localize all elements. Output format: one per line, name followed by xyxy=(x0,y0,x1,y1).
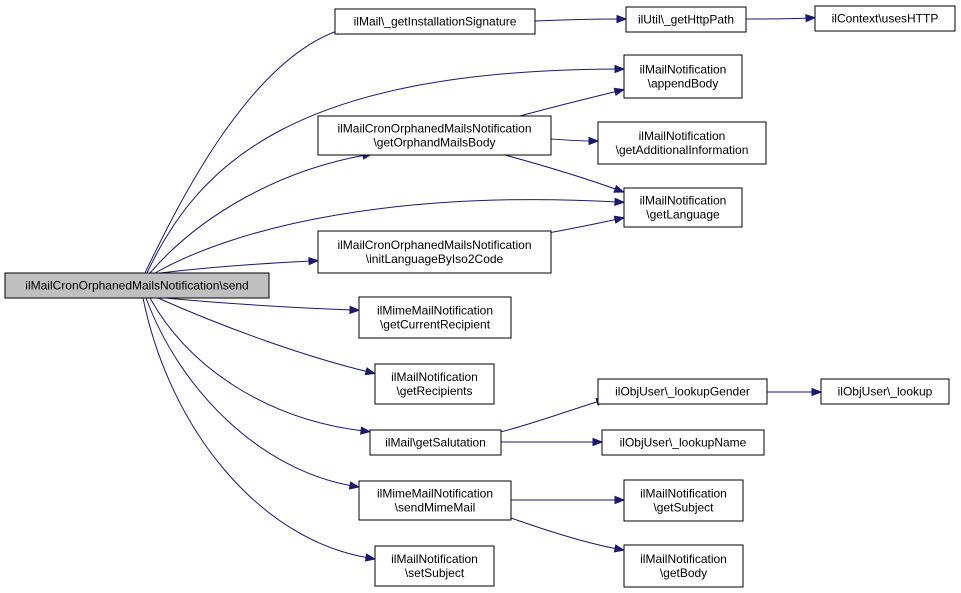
node-label: ilMail\_getInstallationSignature xyxy=(354,15,517,29)
node-getLanguage[interactable]: ilMailNotification\getLanguage xyxy=(623,187,743,228)
edge-getInstallationSignature-to-getHttpPath xyxy=(534,14,628,24)
node-appendBody[interactable]: ilMailNotification\appendBody xyxy=(623,54,743,99)
node-label: \appendBody xyxy=(648,77,719,91)
edge-getOrphandMailsBody-to-getLanguage xyxy=(504,154,625,193)
node-label: ilUtil\_getHttpPath xyxy=(638,13,734,27)
node-initLanguageByIso2Code[interactable]: ilMailCronOrphanedMailsNotification\init… xyxy=(317,230,552,274)
node-lookup[interactable]: ilObjUser\_lookup xyxy=(820,378,950,405)
node-getRecipients[interactable]: ilMailNotification\getRecipients xyxy=(374,363,495,405)
node-getSubject[interactable]: ilMailNotification\getSubject xyxy=(623,479,744,522)
node-label: ilMailCronOrphanedMailsNotification xyxy=(337,122,531,136)
node-label: \initLanguageByIso2Code xyxy=(366,252,504,266)
node-label: ilMailNotification xyxy=(640,194,727,208)
node-getCurrentRecipient[interactable]: ilMimeMailNotification\getCurrentRecipie… xyxy=(358,296,512,339)
node-label: \getBody xyxy=(660,566,707,580)
node-label: \getAdditionalInformation xyxy=(616,143,749,157)
edge-initLanguageByIso2Code-to-getLanguage xyxy=(547,215,626,234)
node-usesHTTP[interactable]: ilContext\usesHTTP xyxy=(814,5,956,32)
node-setSubject[interactable]: ilMailNotification\setSubject xyxy=(374,545,495,587)
edge-sendMimeMail-to-getBody xyxy=(510,517,626,553)
edge-getSalutation-to-lookupName xyxy=(501,437,604,447)
node-label: \getRecipients xyxy=(396,384,472,398)
node-label: \sendMimeMail xyxy=(395,501,476,515)
edge-send-to-setSubject xyxy=(142,297,377,562)
edge-getOrphandMailsBody-to-appendBody xyxy=(519,87,626,117)
node-getInstallationSignature[interactable]: ilMail\_getInstallationSignature xyxy=(334,8,536,35)
node-getSalutation[interactable]: ilMail\getSalutation xyxy=(369,429,502,456)
node-label: ilMailNotification xyxy=(640,487,727,501)
edge-send-to-initLanguageByIso2Code xyxy=(159,256,320,274)
edge-send-to-getCurrentRecipient xyxy=(164,297,361,315)
node-lookupName[interactable]: ilObjUser\_lookupName xyxy=(601,429,765,456)
node-label: ilMailNotification xyxy=(640,63,727,77)
node-lookupGender[interactable]: ilObjUser\_lookupGender xyxy=(597,378,768,405)
node-label: ilObjUser\_lookupGender xyxy=(615,385,750,399)
edge-send-to-getLanguage xyxy=(154,197,626,274)
edge-send-to-appendBody xyxy=(146,64,626,274)
node-label: ilContext\usesHTTP xyxy=(832,12,939,26)
edge-send-to-getRecipients xyxy=(157,297,377,376)
edge-lookupGender-to-lookup xyxy=(767,387,823,397)
edge-send-to-sendMimeMail xyxy=(145,297,361,490)
node-label: \getLanguage xyxy=(646,208,720,222)
node-send[interactable]: ilMailCronOrphanedMailsNotification\send xyxy=(4,272,270,299)
node-getBody[interactable]: ilMailNotification\getBody xyxy=(623,544,744,588)
edge-getHttpPath-to-usesHTTP xyxy=(745,13,817,23)
node-label: ilMimeMailNotification xyxy=(377,487,493,501)
edge-getOrphandMailsBody-to-getAdditionalInformation xyxy=(550,136,600,146)
edge-sendMimeMail-to-getSubject xyxy=(510,495,626,505)
node-label: ilMailNotification xyxy=(391,370,478,384)
function-nodes: ilMailCronOrphanedMailsNotification\send… xyxy=(4,5,956,588)
call-edges xyxy=(142,13,823,562)
node-label: \getCurrentRecipient xyxy=(380,318,491,332)
node-getAdditionalInformation[interactable]: ilMailNotification\getAdditionalInformat… xyxy=(597,121,767,165)
node-label: ilMailCronOrphanedMailsNotification xyxy=(337,238,531,252)
node-label: \getOrphandMailsBody xyxy=(373,136,495,150)
node-label: \getSubject xyxy=(653,501,714,515)
node-label: ilMail\getSalutation xyxy=(385,436,486,450)
node-label: ilMailNotification xyxy=(640,552,727,566)
node-label: ilMimeMailNotification xyxy=(377,304,493,318)
edge-send-to-getSalutation xyxy=(149,297,372,435)
node-label: ilObjUser\_lookupName xyxy=(620,436,747,450)
edge-getSalutation-to-lookupGender xyxy=(499,397,608,433)
node-label: ilMailNotification xyxy=(391,552,478,566)
node-sendMimeMail[interactable]: ilMimeMailNotification\sendMimeMail xyxy=(358,480,512,521)
node-label: ilMailCronOrphanedMailsNotification\send xyxy=(25,279,248,293)
node-label: ilMailNotification xyxy=(639,129,726,143)
node-label: \setSubject xyxy=(405,566,465,580)
node-getOrphandMailsBody[interactable]: ilMailCronOrphanedMailsNotification\getO… xyxy=(317,115,552,156)
node-label: ilObjUser\_lookup xyxy=(838,385,933,399)
node-getHttpPath[interactable]: ilUtil\_getHttpPath xyxy=(625,6,747,33)
